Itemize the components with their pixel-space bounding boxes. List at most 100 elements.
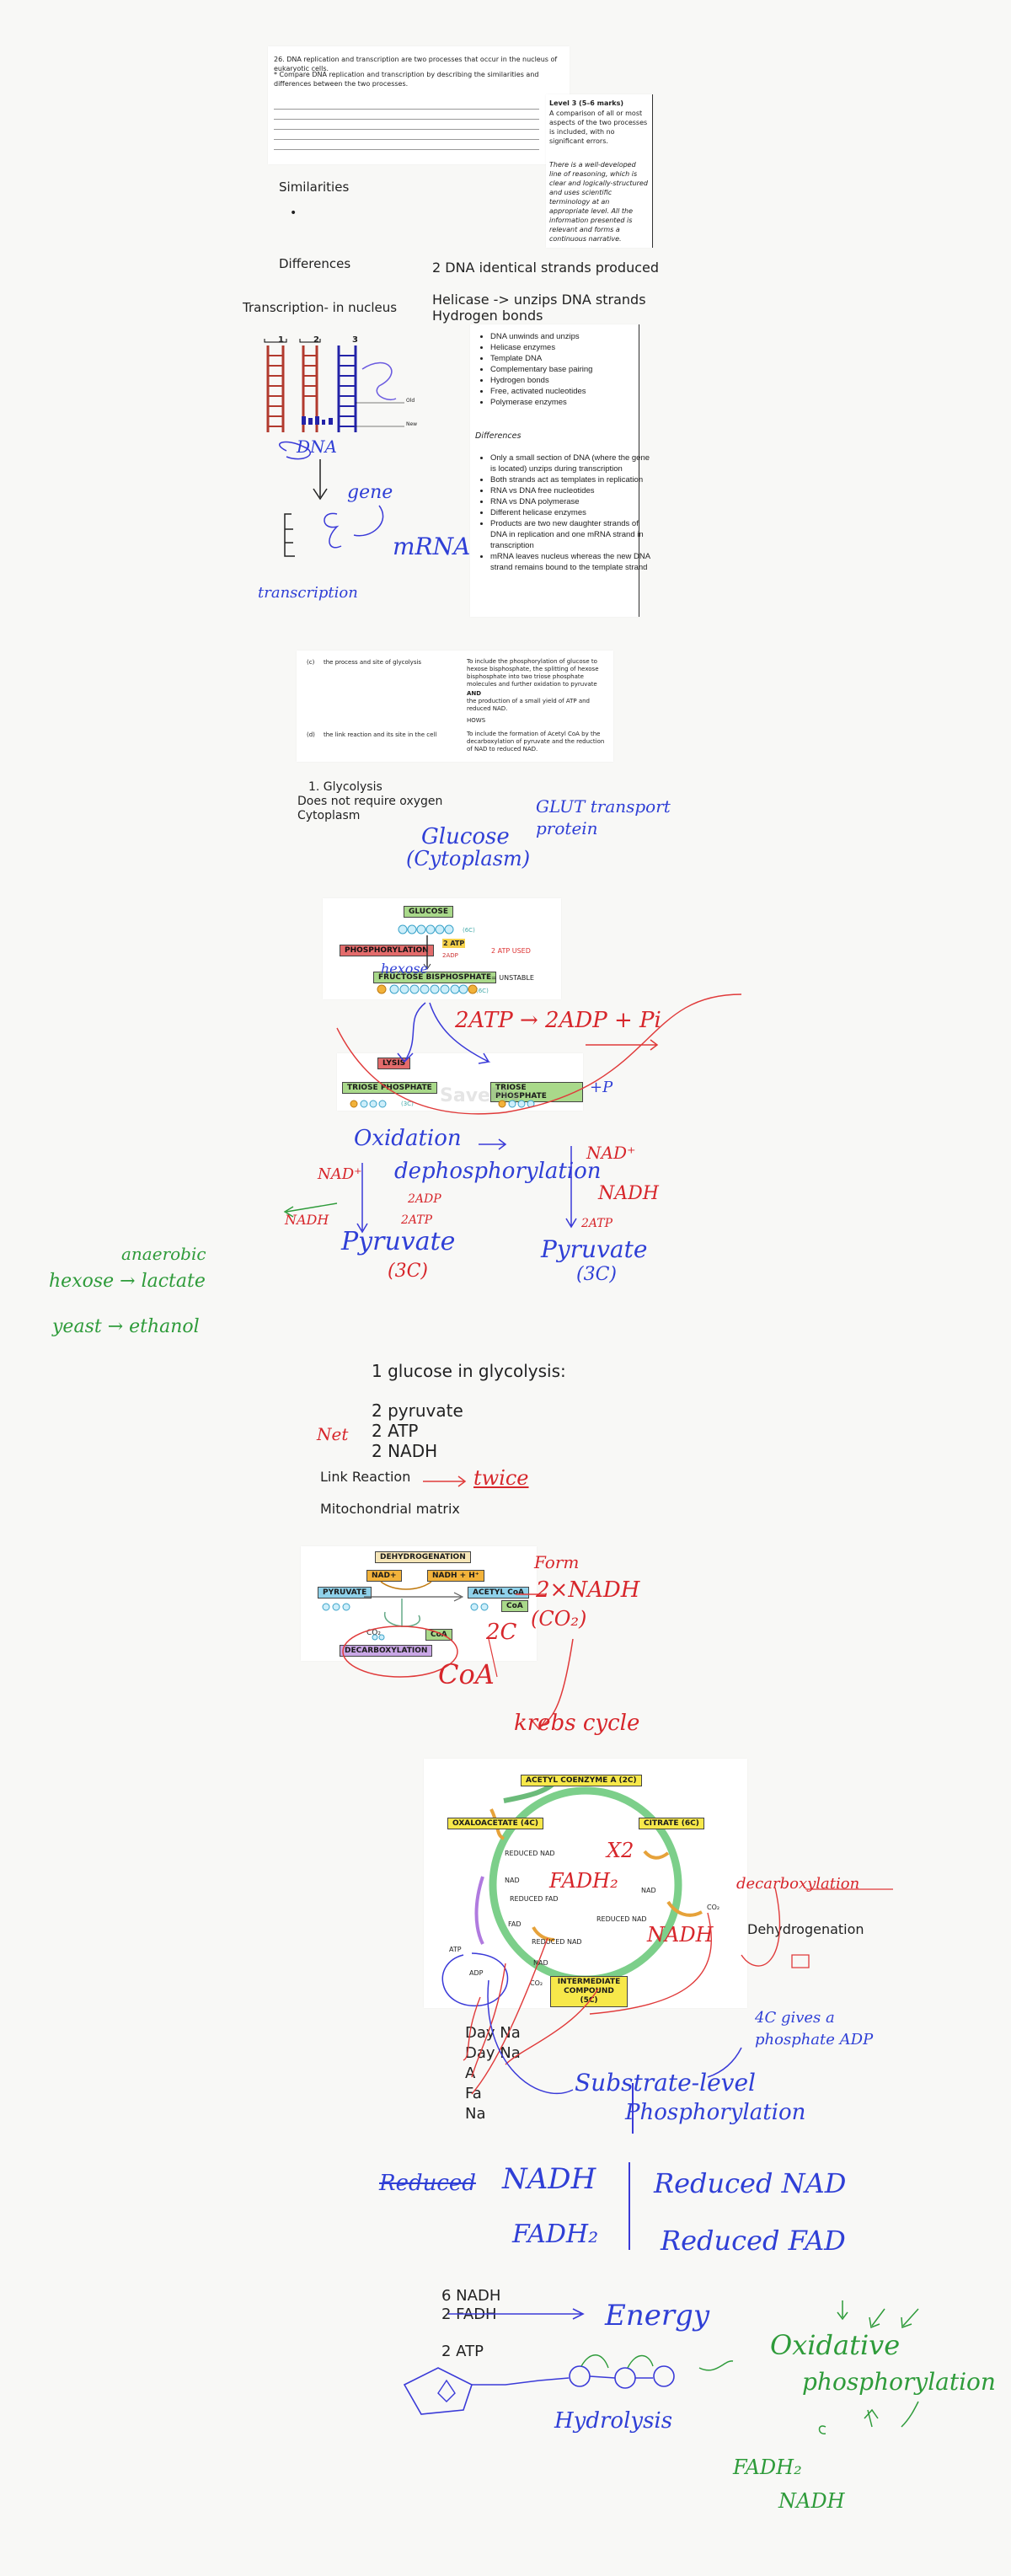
dehydrogenation-note: Dehydrogenation — [747, 1921, 864, 1937]
hand-net: Net — [317, 1424, 349, 1444]
hand-dephosphorylation: dephosphorylation — [394, 1159, 602, 1184]
hand-x2: X2 — [607, 1839, 634, 1862]
reduced-nad-1: REDUCED NAD — [505, 1850, 555, 1857]
hand-coa: CoA — [438, 1658, 495, 1690]
unstable-label: = UNSTABLE — [491, 974, 534, 982]
hand-fadh2: FADH₂ — [549, 1869, 618, 1893]
coa-label-right: CoA — [501, 1600, 528, 1612]
hand-transcription: transcription — [258, 584, 358, 602]
hand-twice-arrow — [423, 1475, 467, 1487]
label-new: New — [406, 421, 418, 427]
three-c-label: (3C) — [401, 1101, 414, 1107]
level-text-2: There is a well-developed line of reason… — [549, 161, 648, 243]
mark-scheme-table: (c) the process and site of glycolysis T… — [297, 651, 613, 762]
dna-replication-diagram: 1 2 3 Old New — [261, 335, 447, 445]
triose-label-2: TRIOSE PHOSPHATE — [490, 1082, 583, 1102]
glycolysis-diagram-lower: LYSIS TRIOSE PHOSPHATE TRIOSE PHOSPHATE … — [337, 1053, 583, 1111]
adp-label: ADP — [469, 1969, 484, 1977]
nad-label: NAD+ — [366, 1570, 402, 1582]
differences-subheading: Differences — [475, 431, 522, 441]
hand-reduced-crossed: Reduced — [379, 2171, 476, 2196]
triose-label-1: TRIOSE PHOSPHATE — [342, 1082, 437, 1094]
hand-link-strokes — [342, 1593, 574, 1731]
co2-krebs-2: CO₂ — [530, 1979, 543, 1987]
question-instruction: * Compare DNA replication and transcript… — [274, 71, 539, 88]
hand-2atp: 2ATP — [401, 1213, 433, 1227]
hand-4c-gives: 4C gives a phosphate ADP — [755, 2009, 874, 2048]
hand-pi: +P — [590, 1079, 613, 1096]
hand-glut: GLUT transport protein — [536, 796, 671, 838]
similarity-item: DNA unwinds and unzips — [490, 331, 647, 342]
hand-yeast-ethanol: yeast → ethanol — [52, 1316, 200, 1337]
watermark: SaveMy — [440, 1085, 522, 1106]
similarity-item: Polymerase enzymes — [490, 397, 647, 408]
hand-nad-plus: NAD⁺ — [318, 1165, 362, 1183]
difference-item: Different helicase enzymes — [490, 507, 650, 518]
differences-heading: Differences — [279, 256, 351, 271]
hand-2adp: 2ADP — [408, 1192, 441, 1206]
link-matrix: Mitochondrial matrix — [320, 1501, 460, 1517]
hand-fadh2-green: FADH₂ — [733, 2456, 802, 2479]
hand-divider — [629, 2162, 630, 2250]
hand-nadh-bottom: NADH — [502, 2162, 596, 2196]
hand-pyruvate-1: Pyruvate — [341, 1227, 456, 1256]
atp-star: 2 ATP — [442, 939, 466, 948]
summary-atp: 2 ATP — [372, 1421, 419, 1441]
similarity-item: Hydrogen bonds — [490, 375, 647, 386]
similarity-item: Helicase enzymes — [490, 342, 647, 353]
hand-vertical-line — [632, 2083, 634, 2134]
hand-co2: (CO₂) — [531, 1607, 587, 1631]
reduced-nad-2: REDUCED NAD — [596, 1915, 647, 1923]
six-c-1: (6C) — [463, 927, 475, 934]
krebs-note-5: Na — [465, 2105, 486, 2123]
hand-glyco-strokes — [336, 993, 742, 1115]
ladder-label-1: 1 — [278, 335, 284, 345]
hows: HOWS — [467, 717, 486, 724]
fad: FAD — [508, 1920, 522, 1928]
difference-item: mRNA leaves nucleus whereas the new DNA … — [490, 551, 650, 573]
similarities-bullet: • — [290, 206, 297, 220]
ladder-label-2: 2 — [313, 335, 319, 345]
row2-question: the link reaction and its site in the ce… — [324, 731, 437, 738]
atp-used: 2 ATP USED — [491, 947, 531, 955]
row1-num: (c) — [307, 659, 315, 666]
hand-3c-2: (3C) — [576, 1264, 617, 1285]
hand-3c-1: (3C) — [388, 1261, 428, 1282]
hand-fadh2-bottom: FADH₂ — [512, 2220, 599, 2249]
question-text: 26. DNA replication and transcription ar… — [274, 56, 558, 72]
hand-twice: twice — [473, 1466, 529, 1490]
citrate-label: CITRATE (6C) — [639, 1818, 704, 1829]
ladder-label-3: 3 — [352, 335, 358, 345]
krebs-note-4: Fa — [465, 2085, 482, 2102]
difference-item: Both strands act as templates in replica… — [490, 474, 650, 485]
krebs-note-1: Day Na — [465, 2024, 521, 2042]
nad-2: NAD — [641, 1887, 656, 1894]
glycolysis-line2: Does not require oxygen — [297, 795, 443, 808]
similarity-item: Template DNA — [490, 353, 647, 364]
dehydrogenation-label: DEHYDROGENATION — [375, 1551, 471, 1563]
hand-phosphorylation: Phosphorylation — [625, 2100, 806, 2125]
level-text-1: A comparison of all or most aspects of t… — [549, 110, 648, 145]
hand-atp-adp: 2ATP → 2ADP + Pi — [455, 1008, 661, 1033]
triose-beads — [350, 1100, 535, 1108]
fructose-label: FRUCTOSE BISPHOSPHATE — [373, 972, 497, 983]
hand-2atp-2: 2ATP — [581, 1217, 613, 1230]
hand-hydrolysis: Hydrolysis — [554, 2408, 673, 2434]
row1-answer: To include the phosphorylation of glucos… — [467, 658, 599, 688]
hand-form: Form — [534, 1552, 580, 1572]
summary-nadh: 2 NADH — [372, 1441, 438, 1461]
acetyl-coa-label: ACETYL CoA — [468, 1587, 529, 1599]
hand-2c: 2C — [486, 1620, 517, 1645]
hand-pyruvate-2: Pyruvate — [541, 1235, 648, 1263]
co2-krebs-1: CO₂ — [707, 1904, 720, 1911]
hand-nadh: NADH — [285, 1212, 329, 1228]
hand-oxidation-arrows — [283, 1138, 577, 1234]
coa-label-bottom: CoA — [425, 1629, 452, 1641]
hand-krebs: krebs cycle — [514, 1711, 640, 1736]
mark-scheme-list: DNA unwinds and unzips Helicase enzymes … — [470, 324, 650, 617]
phosphorylation-label: PHOSPHORYLATION — [340, 945, 434, 956]
hand-glucose: Glucose — [421, 824, 510, 849]
krebs-note-3: A — [465, 2065, 476, 2082]
hand-atp-molecule — [403, 2300, 919, 2434]
glycolysis-title: 1. Glycolysis — [308, 780, 382, 794]
